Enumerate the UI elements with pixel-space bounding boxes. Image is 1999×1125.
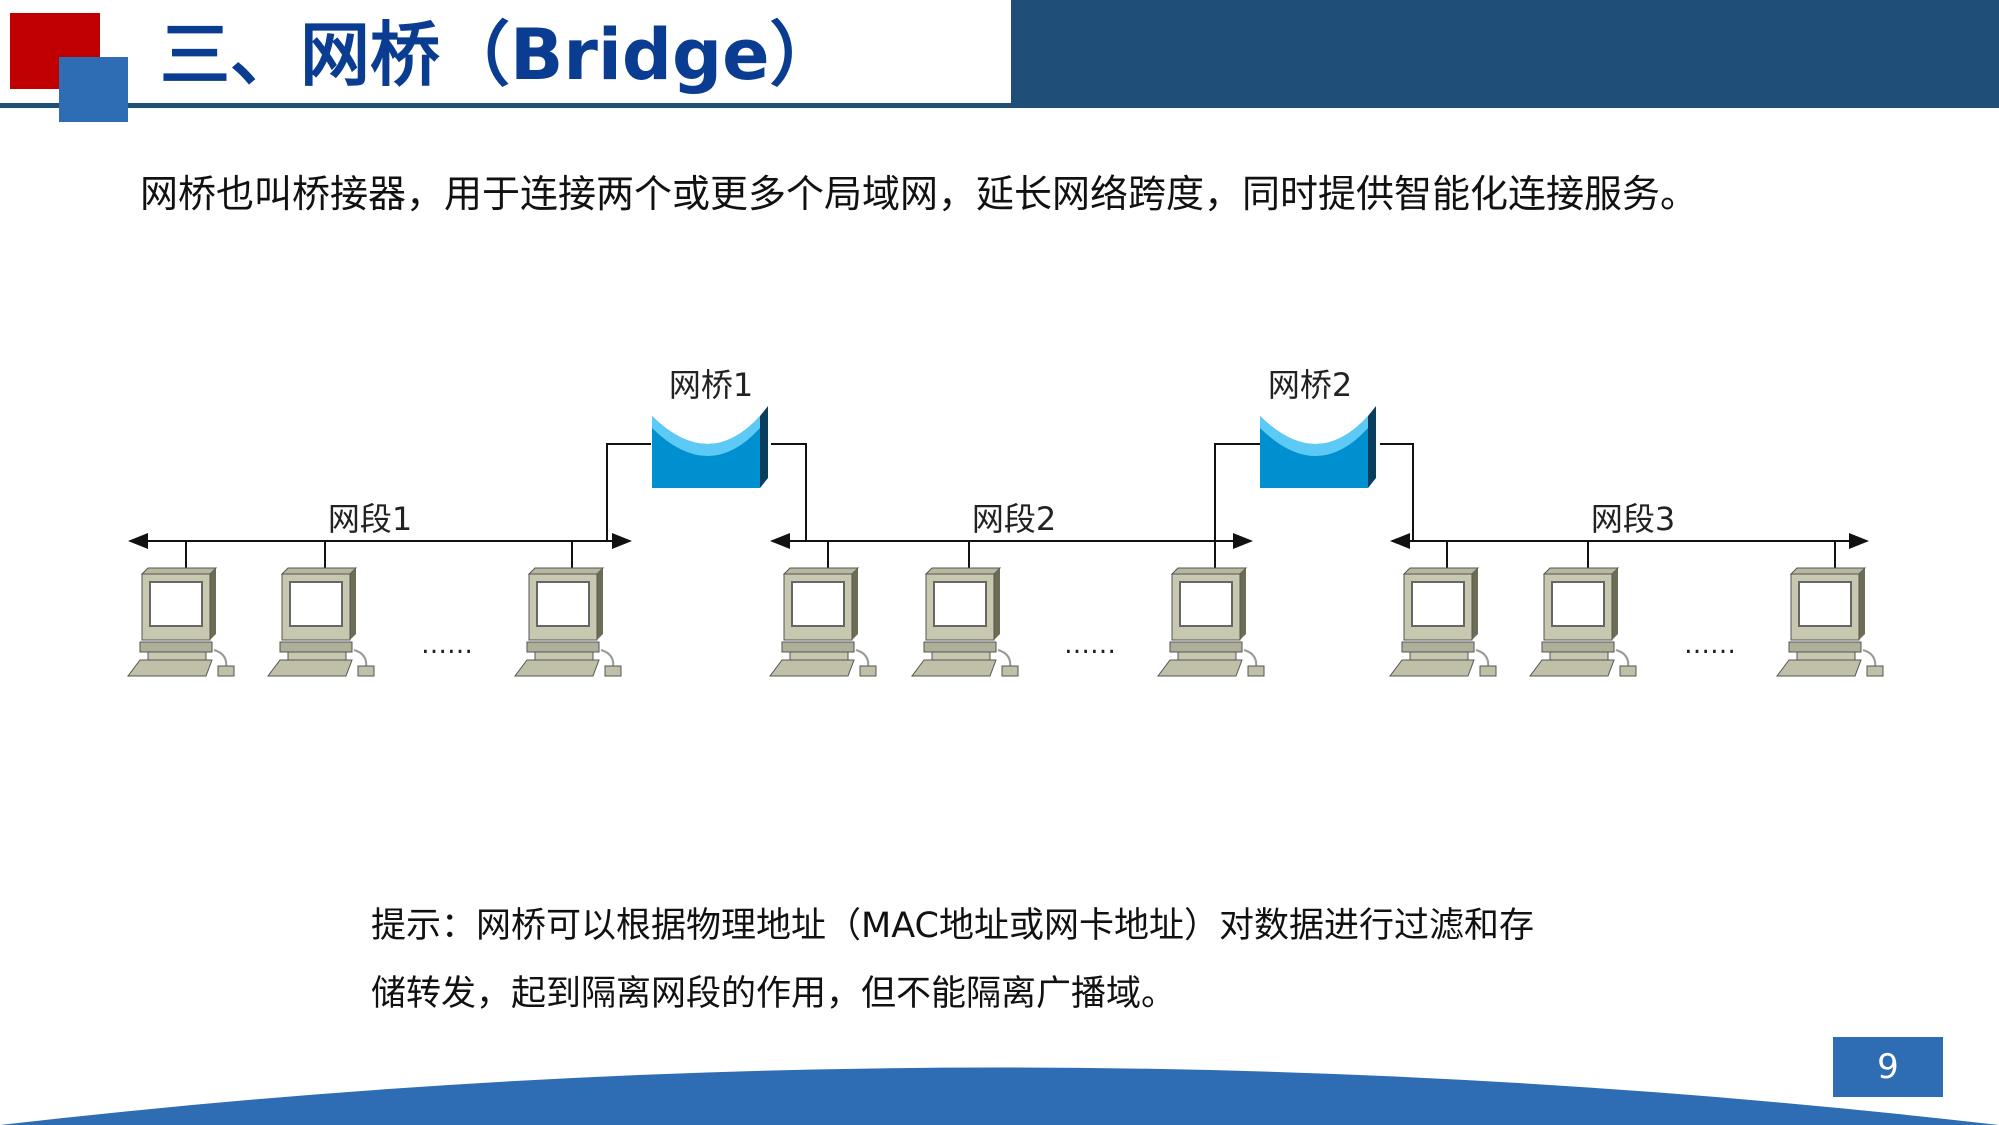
bridge-2-right-link: [1380, 443, 1414, 541]
bridge-1-left-link: [606, 443, 651, 541]
header-band: [1011, 0, 1999, 105]
blue-square-decoration: [59, 57, 128, 122]
bridge-2-left-link: [1214, 443, 1260, 541]
segment-1-ellipsis: ……: [421, 630, 473, 660]
computer-icon: [127, 567, 235, 677]
bridge-1-label: 网桥1: [668, 366, 754, 404]
computer-icon: [1157, 567, 1265, 677]
segment-2-label: 网段2: [971, 500, 1057, 538]
hint-text-line-1: 提示：网桥可以根据物理地址（MAC地址或网卡地址）对数据进行过滤和存: [371, 906, 1534, 946]
header-divider: [0, 103, 1999, 108]
segment-2-ellipsis: ……: [1064, 630, 1116, 660]
bottom-arc-decoration: [0, 1067, 1999, 1125]
computer-icon: [267, 567, 375, 677]
page-number: 9: [1833, 1037, 1943, 1097]
computer-icon: [1529, 567, 1637, 677]
hint-text-line-2: 储转发，起到隔离网段的作用，但不能隔离广播域。: [371, 974, 1177, 1014]
intro-text: 网桥也叫桥接器，用于连接两个或更多个局域网，延长网络跨度，同时提供智能化连接服务…: [140, 172, 1699, 216]
computer-icon: [1776, 567, 1884, 677]
segment-3-ellipsis: ……: [1684, 630, 1736, 660]
segment-1-label: 网段1: [327, 500, 413, 538]
bridge-1-icon: [652, 406, 768, 488]
computer-icon: [1389, 567, 1497, 677]
page-title: 三、网桥（Bridge）: [160, 14, 840, 96]
bridge-1-right-link: [771, 443, 807, 541]
computer-icon: [769, 567, 877, 677]
computer-icon: [911, 567, 1019, 677]
bridge-2-icon: [1260, 406, 1376, 488]
computer-icon: [514, 567, 622, 677]
segment-3-label: 网段3: [1590, 500, 1676, 538]
bridge-2-label: 网桥2: [1267, 366, 1353, 404]
